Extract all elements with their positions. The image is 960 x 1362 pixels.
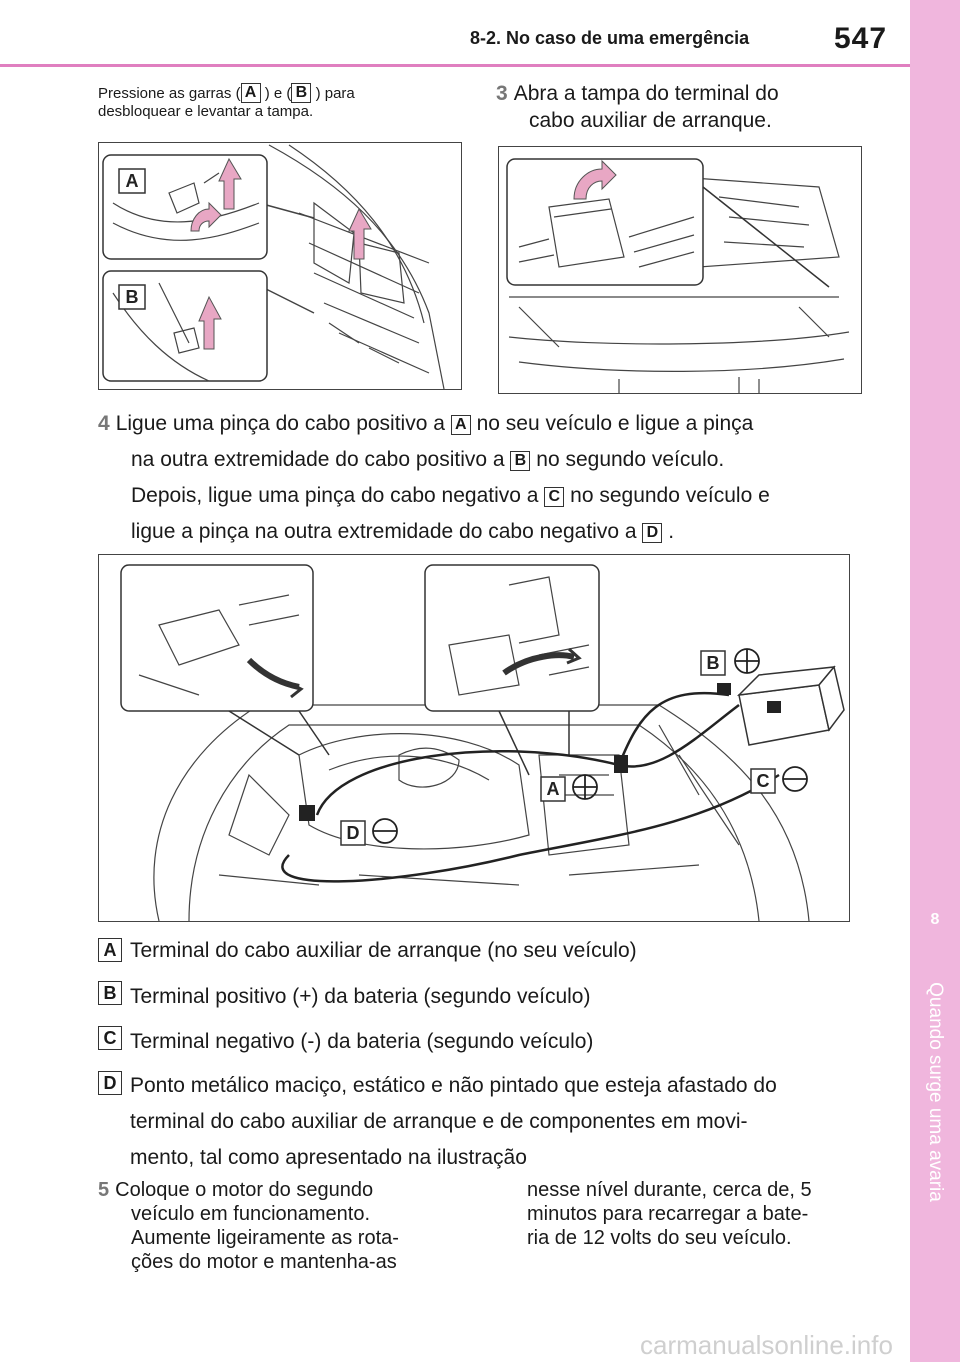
callout-b: B <box>126 287 139 307</box>
callout-a: A <box>126 171 139 191</box>
inline-tag-b: B <box>510 451 531 471</box>
step-number: 5 <box>98 1179 110 1201</box>
legend-tag-a: A <box>98 938 122 962</box>
figure-terminal-cover-illustration <box>506 158 850 393</box>
legend-text-a: Terminal do cabo auxiliar de arranque (n… <box>130 939 637 962</box>
figure-terminal-cover <box>498 146 862 394</box>
section-title: 8-2. No caso de uma emergência <box>470 28 750 48</box>
label-b: B <box>707 653 720 673</box>
step-5-right: nesse nível durante, cerca de, 5 minutos… <box>527 1179 812 1249</box>
intro-text: Pressione as garras (A ) e (B ) para des… <box>98 83 355 120</box>
figure-hood-claws: A B <box>98 142 462 390</box>
step-number: 3 <box>496 82 508 105</box>
figure-jump-start: B C A D <box>98 554 850 922</box>
legend-tag-d: D <box>98 1071 122 1095</box>
chapter-number: 8 <box>930 911 940 928</box>
legend-text-d: Ponto metálico maciço, estático e não pi… <box>130 1074 777 1169</box>
step-number: 4 <box>98 412 110 435</box>
chapter-label: Quando surge uma avaria <box>925 982 946 1202</box>
label-a: A <box>547 779 560 799</box>
legend-text-b: Terminal positivo (+) da bateria (segund… <box>130 985 591 1008</box>
figure-jump-start-illustration: B C A D <box>120 564 845 922</box>
legend-tag-b: B <box>98 981 122 1005</box>
inline-tag-a: A <box>240 83 261 103</box>
legend-tag-c: C <box>98 1026 122 1050</box>
header-rule <box>0 64 910 67</box>
label-c: C <box>757 771 770 791</box>
inline-tag-b: B <box>291 83 312 103</box>
inline-tag-d: D <box>642 523 663 543</box>
chapter-side-tab <box>910 0 960 1362</box>
legend-text-c: Terminal negativo (-) da bateria (segund… <box>130 1030 594 1053</box>
page-number: 547 <box>834 22 888 55</box>
inline-tag-a: A <box>450 415 471 435</box>
inline-tag-c: C <box>544 487 565 507</box>
figure-hood-claws-illustration: A B <box>102 144 445 390</box>
label-d: D <box>347 823 360 843</box>
watermark: carmanualsonline.info <box>640 1330 893 1360</box>
